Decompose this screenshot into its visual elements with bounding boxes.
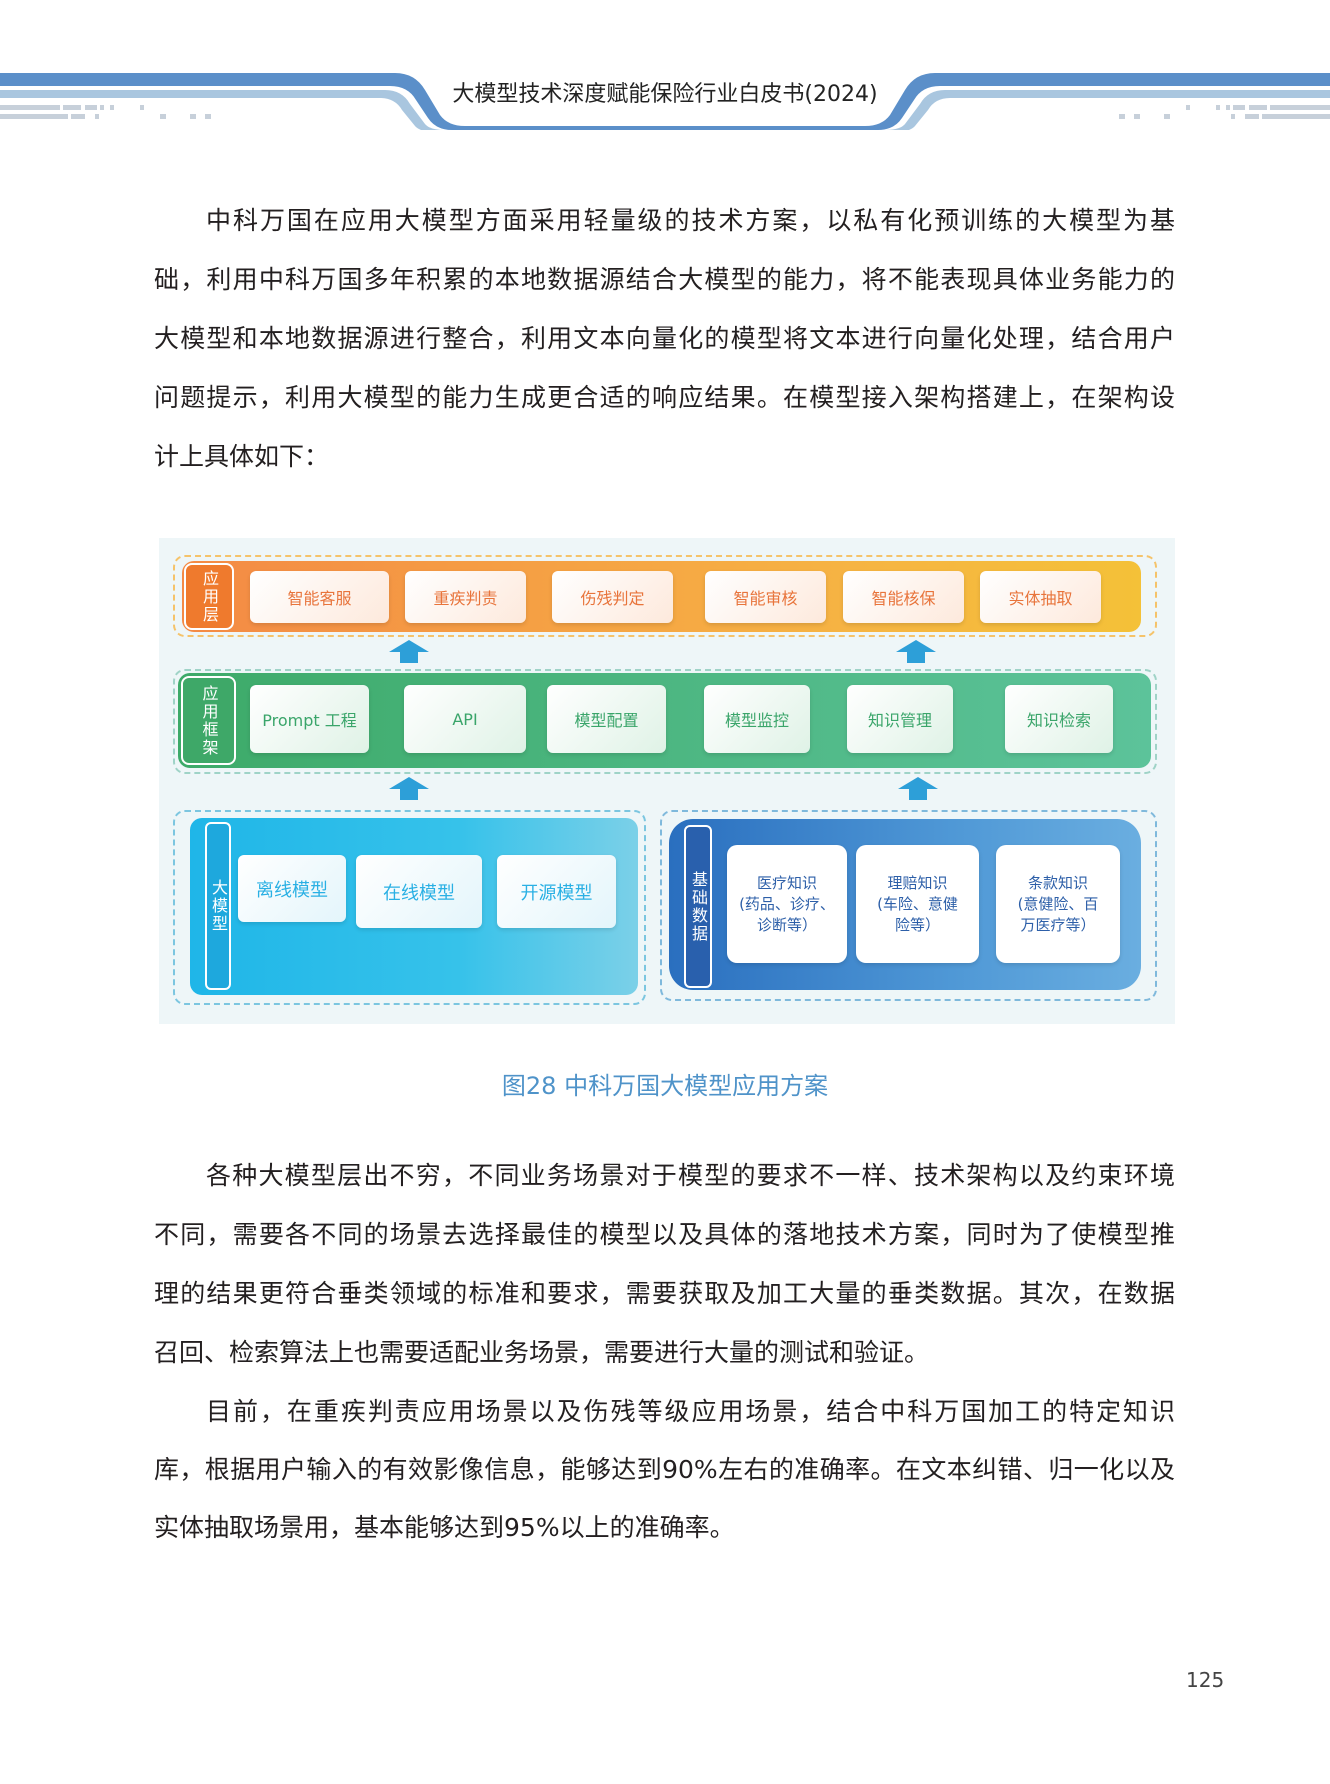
text-line: 问题提示，利用大模型的能力生成更合适的响应结果。在模型接入架构搭建上，在架构设 <box>154 383 1175 412</box>
app-item: 伤残判定 <box>552 571 673 623</box>
text-line: 理的结果更符合垂类领域的标准和要求，需要获取及加工大量的垂类数据。其次，在数据 <box>154 1279 1175 1308</box>
model-item: 开源模型 <box>497 855 616 928</box>
app-layer-frame <box>173 555 1157 637</box>
up-arrow-icon <box>896 640 936 663</box>
model-layer-frame <box>173 810 646 1005</box>
text-line: 不同，需要各不同的场景去选择最佳的模型以及具体的落地技术方案，同时为了使模型推 <box>154 1220 1175 1249</box>
app-item: 智能核保 <box>843 571 964 623</box>
model-item: 在线模型 <box>356 855 482 928</box>
running-header-title: 大模型技术深度赋能保险行业白皮书(2024) <box>452 82 878 107</box>
data-layer-label: 基础数据 <box>684 825 712 988</box>
text-line: 中科万国在应用大模型方面采用轻量级的技术方案，以私有化预训练的大模型为基 <box>206 206 1175 235</box>
data-item: 理赔知识 (车险、意健 险等） <box>856 845 979 963</box>
app-item: 实体抽取 <box>980 571 1101 623</box>
data-item: 条款知识 (意健险、百 万医疗等） <box>996 845 1120 963</box>
text-line: 召回、检索算法上也需要适配业务场景，需要进行大量的测试和验证。 <box>154 1338 930 1367</box>
architecture-diagram: 应用层 智能客服 重疾判责 伤残判定 智能审核 智能核保 实体抽取 应用框架 P… <box>159 538 1175 1024</box>
up-arrow-icon <box>389 777 429 800</box>
text-line: 目前，在重疾判责应用场景以及伤残等级应用场景，结合中科万国加工的特定知识 <box>206 1397 1175 1426</box>
framework-item: 知识管理 <box>847 685 953 753</box>
figure-caption: 图28 中科万国大模型应用方案 <box>501 1072 829 1100</box>
framework-item: 模型配置 <box>547 685 666 753</box>
app-layer-label: 应用层 <box>184 563 234 630</box>
up-arrow-icon <box>898 777 938 800</box>
framework-item: Prompt 工程 <box>250 685 369 753</box>
text-line: 各种大模型层出不穷，不同业务场景对于模型的要求不一样、技术架构以及约束环境 <box>206 1161 1175 1190</box>
text-line: 础，利用中科万国多年积累的本地数据源结合大模型的能力，将不能表现具体业务能力的 <box>154 265 1175 294</box>
text-line: 库，根据用户输入的有效影像信息，能够达到90%左右的准确率。在文本纠错、归一化以… <box>154 1455 1175 1484</box>
framework-layer-frame <box>173 669 1157 774</box>
page-number: 125 <box>1186 1668 1225 1692</box>
framework-layer-label: 应用框架 <box>181 676 236 765</box>
text-line: 实体抽取场景用，基本能够达到95%以上的准确率。 <box>154 1513 735 1542</box>
app-item: 重疾判责 <box>405 571 526 623</box>
app-item: 智能客服 <box>250 571 389 623</box>
text-line: 计上具体如下： <box>154 442 330 471</box>
text-line: 大模型和本地数据源进行整合，利用文本向量化的模型将文本进行向量化处理，结合用户 <box>154 324 1175 353</box>
model-layer-label: 大模型 <box>205 822 231 990</box>
model-item: 离线模型 <box>238 855 346 922</box>
header-decoration <box>0 73 1330 130</box>
up-arrow-icon <box>389 640 429 663</box>
data-item: 医疗知识 (药品、诊疗、 诊断等） <box>727 845 847 963</box>
framework-item: 知识检索 <box>1005 685 1113 753</box>
data-layer-frame <box>660 810 1157 1001</box>
framework-item: 模型监控 <box>704 685 810 753</box>
app-item: 智能审核 <box>705 571 826 623</box>
framework-item: API <box>404 685 526 753</box>
